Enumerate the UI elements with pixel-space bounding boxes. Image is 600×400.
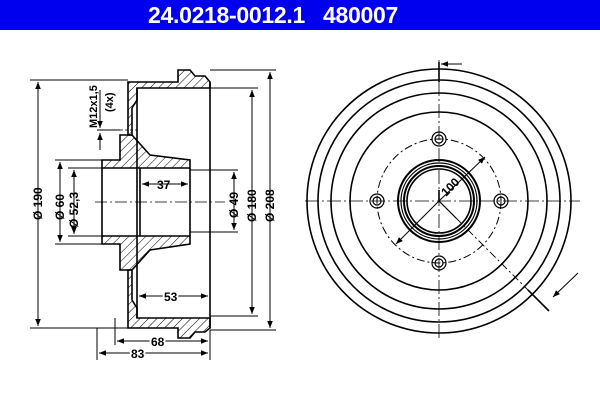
reference-number: 480007: [323, 2, 398, 28]
dim-thread-count: (4x): [104, 92, 116, 112]
dim-outer-190: Ø 190: [31, 187, 45, 220]
dim-bore-52: Ø 52,3: [67, 192, 81, 228]
dim-total-83: 83: [131, 347, 145, 361]
dim-hub-60: Ø 60: [53, 194, 67, 220]
title-bar: 24.0218-0012.1 480007: [0, 0, 600, 30]
dim-inner-49: Ø 49: [227, 192, 241, 218]
front-view: [305, 60, 580, 340]
dim-height-68: 68: [151, 335, 165, 349]
part-number: 24.0218-0012.1: [148, 2, 305, 28]
dim-bore-depth-37: 37: [157, 178, 171, 192]
section-dimensions: [30, 69, 276, 360]
dim-drum-180: Ø 180: [245, 189, 259, 222]
bolt-circle-label: 100: [438, 175, 462, 199]
dim-thread: M12x1,5: [88, 85, 100, 128]
dim-drum-208: Ø 208: [263, 189, 277, 222]
dim-inner-depth-53: 53: [164, 290, 178, 304]
section-view: [95, 69, 225, 339]
